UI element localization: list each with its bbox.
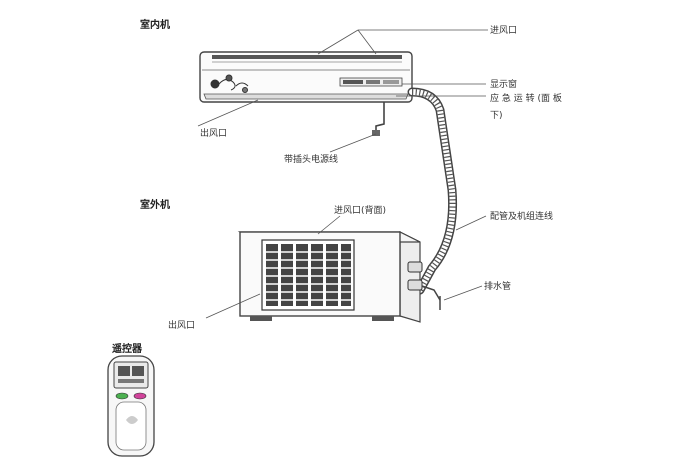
label-indoor-air-inlet: 进风口 [490,25,517,36]
connecting-pipe [407,87,458,295]
outdoor-unit-title: 室外机 [140,198,170,211]
remote-green-button [115,392,129,400]
label-outdoor-air-inlet: 进风口(背面) [334,204,386,216]
remote-magenta-button [133,392,147,400]
remote-title: 遥控器 [112,342,143,355]
service-valves [407,261,441,310]
outdoor-unit [237,231,441,323]
label-power-cord: 带插头电源线 [284,153,338,165]
indoor-unit [199,51,413,136]
label-indoor-air-outlet: 出风口 [200,127,227,139]
label-piping: 配管及机组连线 [490,210,553,222]
label-outdoor-air-outlet: 出风口 [168,319,195,331]
power-cord [375,102,385,132]
callout-leaders [197,29,488,319]
label-emergency-run-2: 下) [490,111,503,121]
outdoor-fan-grille [261,239,355,311]
label-display-window: 显示窗 [490,78,517,90]
indoor-unit-title: 室内机 [140,18,170,31]
panel-decoration [210,74,249,93]
label-emergency-run-1: 应 急 运 转 (面 板 [490,92,562,104]
remote-control [107,355,155,457]
label-drain-pipe: 排水管 [484,280,511,292]
